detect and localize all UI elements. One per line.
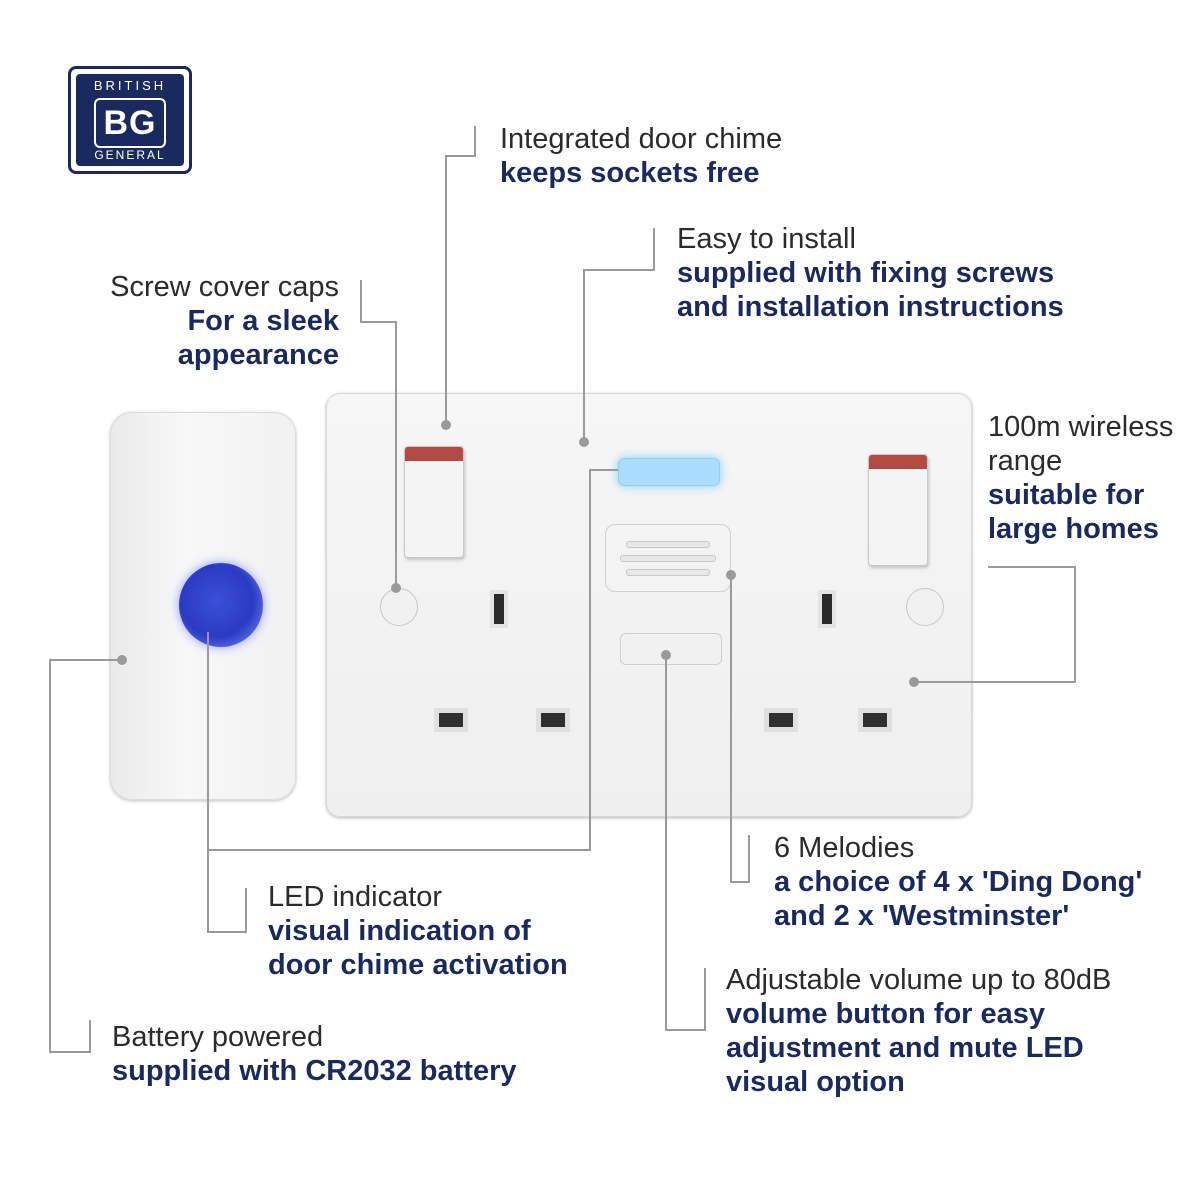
feature-title: Integrated door chime	[500, 123, 783, 155]
feature-easy-install: Easy to install supplied with fixing scr…	[677, 222, 1064, 324]
chime-speaker-grille	[605, 524, 731, 592]
left-socket-switch	[404, 446, 464, 558]
feature-title: range	[988, 445, 1063, 477]
feature-title: 100m wireless	[988, 411, 1174, 443]
brand-logo-bottom-text: GENERAL	[94, 148, 166, 162]
feature-led-indicator: LED indicator visual indication of door …	[268, 880, 568, 982]
right-live-slot	[764, 708, 798, 732]
left-neutral-slot	[536, 708, 570, 732]
left-switch-indicator	[405, 447, 463, 461]
speaker-slot	[620, 555, 716, 562]
right-switch-indicator	[869, 455, 927, 469]
feature-detail: adjustment and mute LED	[726, 1032, 1084, 1064]
feature-detail: supplied with CR2032 battery	[112, 1055, 517, 1087]
feature-detail: visual option	[726, 1066, 905, 1098]
feature-title: Battery powered	[112, 1021, 324, 1053]
feature-detail: volume button for easy	[726, 998, 1046, 1030]
speaker-slot	[626, 569, 710, 576]
feature-detail: visual indication of	[268, 915, 531, 947]
feature-detail: and 2 x 'Westminster'	[774, 900, 1070, 932]
right-neutral-slot	[858, 708, 892, 732]
speaker-slot	[626, 541, 710, 548]
feature-integrated-chime: Integrated door chime keeps sockets free	[500, 122, 782, 190]
left-earth-slot	[490, 590, 508, 628]
feature-detail: and installation instructions	[677, 291, 1064, 323]
callout-line-chime	[445, 126, 476, 425]
left-live-slot	[434, 708, 468, 732]
right-screw-cover-cap	[906, 588, 944, 626]
feature-detail: door chime activation	[268, 949, 568, 981]
brand-logo: BRITISH BG GENERAL	[68, 66, 192, 174]
feature-melodies: 6 Melodies a choice of 4 x 'Ding Dong' a…	[774, 831, 1142, 933]
brand-logo-top-text: BRITISH	[93, 78, 167, 93]
feature-title: Easy to install	[677, 223, 856, 255]
feature-battery: Battery powered supplied with CR2032 bat…	[112, 1020, 517, 1088]
feature-adjustable-volume: Adjustable volume up to 80dB volume butt…	[726, 963, 1111, 1099]
feature-detail: a choice of 4 x 'Ding Dong'	[774, 866, 1143, 898]
right-earth-slot	[818, 590, 836, 628]
brand-logo-mark: BG	[94, 98, 166, 148]
feature-title: Adjustable volume up to 80dB	[726, 964, 1112, 996]
feature-detail: appearance	[177, 339, 339, 371]
brand-logo-background: BRITISH BG GENERAL	[76, 74, 184, 166]
led-indicator	[618, 458, 720, 486]
bell-push-button	[179, 563, 263, 647]
feature-title: Screw cover caps	[110, 271, 339, 303]
feature-detail: large homes	[988, 513, 1159, 545]
feature-detail: For a sleek	[187, 305, 339, 337]
feature-title: 6 Melodies	[774, 832, 915, 864]
feature-title: LED indicator	[268, 881, 443, 913]
feature-detail: supplied with fixing screws	[677, 257, 1055, 289]
feature-detail: suitable for	[988, 479, 1145, 511]
volume-button	[620, 633, 722, 665]
right-socket-switch	[868, 454, 928, 566]
left-screw-cover-cap	[380, 588, 418, 626]
feature-wireless-range: 100m wireless range suitable for large h…	[988, 410, 1173, 546]
feature-screw-caps: Screw cover caps For a sleek appearance	[60, 270, 339, 372]
feature-detail: keeps sockets free	[500, 157, 760, 189]
